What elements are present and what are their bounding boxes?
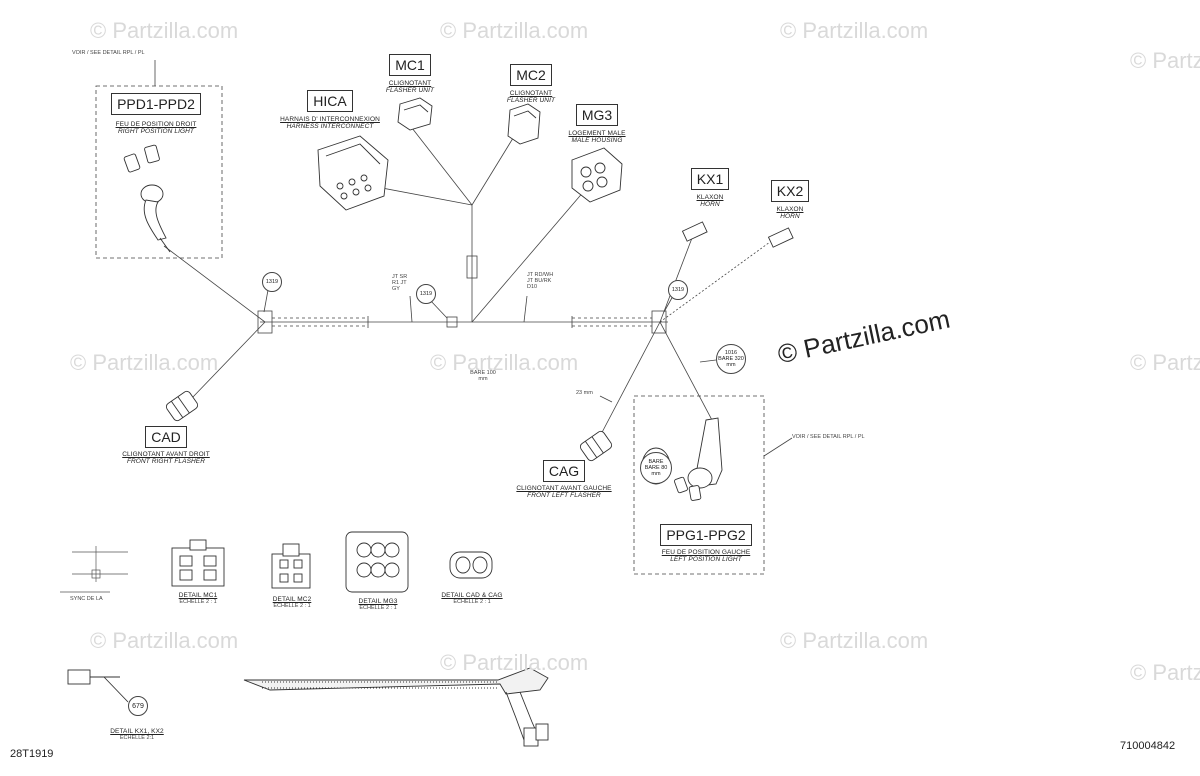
tag-circle: 1319	[262, 272, 282, 292]
dimension-note: BARE 100 mm	[470, 370, 496, 382]
branch-ppg	[659, 321, 713, 421]
tag-circle: 1016 BARE 320 mm	[716, 344, 746, 374]
watermark: © Partzilla.com	[1130, 48, 1200, 73]
splice-note: JT SR R1 JT GY	[392, 274, 408, 292]
detail-caption-kx: DETAIL KX1, KX2 ECHELLE 2:1	[110, 728, 164, 741]
mg3-connector-drawing	[571, 147, 623, 203]
detail-mc2-drawing	[271, 543, 311, 589]
watermark: © Partzilla.com	[90, 18, 239, 43]
watermark: © Partzilla.com	[440, 650, 589, 675]
connector-label-cad: CAD CLIGNOTANT AVANT DROIT FRONT RIGHT F…	[118, 426, 214, 465]
detail-caption-mc2: DETAIL MC2 ECHELLE 2 : 1	[272, 596, 312, 609]
detail-cad-cag-drawing	[449, 551, 493, 579]
tag-circle: 1319	[668, 280, 688, 300]
connector-label-cag: CAG CLIGNOTANT AVANT GAUCHE FRONT LEFT F…	[514, 460, 614, 499]
drawing-number: 28T1919	[10, 748, 54, 760]
connector-label-mc1: MC1 CLIGNOTANT FLASHER UNIT	[385, 54, 435, 94]
watermark: © Partzilla.com	[1130, 660, 1200, 685]
detail-caption-cad-cag: DETAIL CAD & CAG ECHELLE 2 : 1	[441, 592, 503, 605]
connector-label-ppg: PPG1-PPG2 FEU DE POSITION GAUCHE LEFT PO…	[652, 524, 760, 563]
branch-mc1	[411, 127, 473, 206]
dimension-note: 23 mm	[576, 390, 593, 396]
connector-label-kx1: KX1 KLAXON HORN	[688, 168, 732, 208]
connector-label-hica: HICA HARNAIS D' INTERCONNEXION HARNESS I…	[280, 90, 380, 130]
cag-connector-drawing	[579, 430, 613, 462]
connector-label-ppd: PPD1-PPD2 FEU DE POSITION DROIT RIGHT PO…	[108, 93, 204, 135]
mc2-connector-drawing	[507, 103, 541, 145]
kx2-terminal-drawing	[767, 227, 794, 248]
branch-cad	[191, 321, 266, 399]
note-see-detail: VOIR / SEE DETAIL RPL / PL	[792, 434, 865, 440]
clip-right	[651, 310, 667, 334]
harness-overview-drawing	[243, 667, 549, 747]
branch-mg3	[471, 189, 586, 323]
watermark: © Partzilla.com	[1130, 350, 1200, 375]
schematic-legend	[60, 546, 128, 593]
tag-circle: 679	[128, 696, 148, 716]
splice-box	[446, 316, 458, 328]
clip-left	[257, 310, 273, 334]
kx1-terminal-drawing	[681, 221, 708, 242]
watermark: © Partzilla.com	[780, 628, 929, 653]
ppd-detail-frame	[95, 85, 223, 259]
branch-cag	[597, 321, 661, 441]
hica-connector-drawing	[317, 135, 389, 211]
branch-kx2	[659, 241, 771, 323]
detail-mc1-drawing	[171, 539, 225, 587]
watermark: © Partzilla.com	[430, 350, 579, 375]
cad-connector-drawing	[165, 390, 199, 422]
watermark: © Partzilla.com	[440, 18, 589, 43]
watermark: © Partzilla.com	[780, 18, 929, 43]
tag-circle: 1319	[416, 284, 436, 304]
connector-label-mc2: MC2 CLIGNOTANT FLASHER UNIT	[505, 64, 557, 104]
detail-caption-mg3: DETAIL MG3 ECHELLE 2 : 1	[358, 598, 398, 611]
ppg-detail-frame	[633, 395, 765, 575]
legend-note: SYNC DE LA	[70, 596, 103, 602]
detail-kx-drawing	[67, 669, 129, 703]
splice-note: JT RD/WH JT BU/RK D10	[527, 272, 554, 290]
connector-label-mg3: MG3 LOGEMENT MALE MALE HOUSING	[568, 104, 626, 144]
detail-mg3-drawing	[345, 531, 409, 593]
detail-caption-mc1: DETAIL MC1 ECHELLE 2 : 1	[178, 592, 218, 605]
branch-mc2	[471, 129, 519, 206]
ppd-light-drawing	[123, 144, 171, 253]
connector-label-kx2: KX2 KLAXON HORN	[768, 180, 812, 220]
mc1-connector-drawing	[397, 97, 433, 131]
reference-number: 710004842	[1120, 740, 1176, 752]
watermark: © Partzilla.com	[70, 350, 219, 375]
branch-ppd	[163, 245, 266, 323]
note-see-detail: VOIR / SEE DETAIL RPL / PL	[72, 50, 145, 56]
tag-circle: BARE BARE 80 mm	[640, 452, 672, 484]
watermark: © Partzilla.com	[90, 628, 239, 653]
ppg-light-drawing	[641, 417, 723, 501]
